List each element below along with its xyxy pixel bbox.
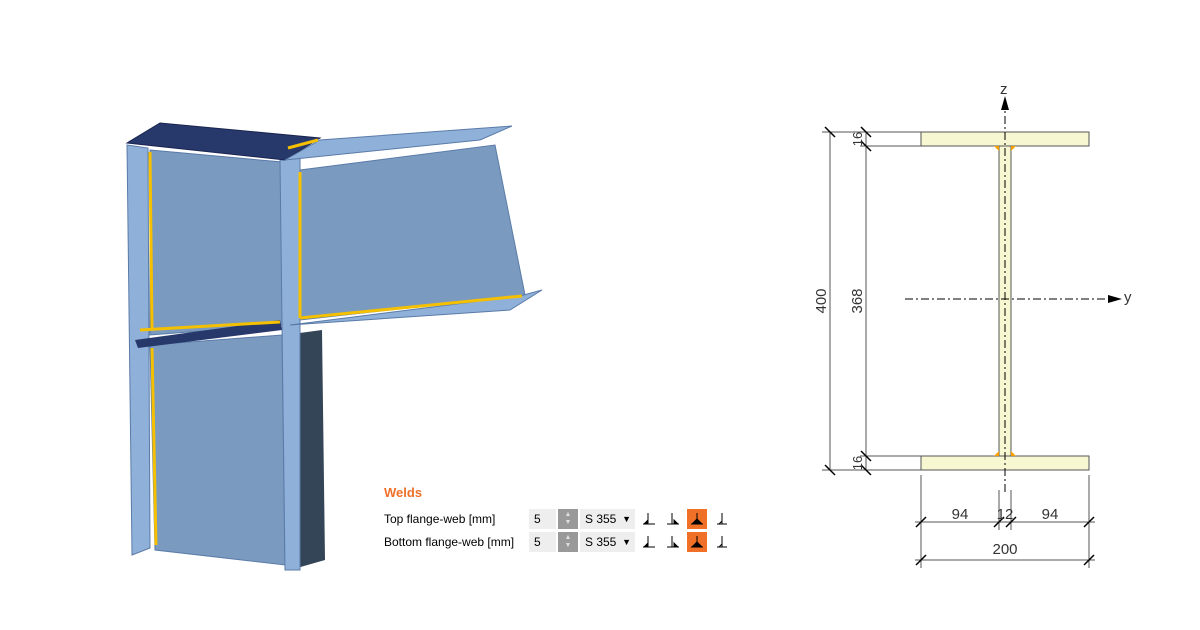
weld-size-input[interactable]: 5: [529, 532, 556, 552]
axes: [905, 100, 1110, 495]
down-icon[interactable]: ▼: [564, 519, 572, 526]
weld-row-bottom: Bottom flange-web [mm] 5 ▲▼ S 355▼: [384, 531, 731, 553]
weld-type-left-icon[interactable]: [639, 532, 659, 552]
axis-z-label: z: [1000, 81, 1008, 98]
dim-web-thickness: 12: [997, 506, 1014, 523]
weld-type-right-icon[interactable]: [663, 532, 683, 552]
material-select[interactable]: S 355 ▼: [580, 509, 635, 529]
up-icon[interactable]: ▲: [564, 534, 572, 541]
dim-left-half: 94: [952, 506, 969, 523]
material-select[interactable]: S 355 ▼: [580, 532, 635, 552]
stiffener: [135, 320, 282, 348]
welds-title: Welds: [384, 485, 423, 500]
weld-label: Bottom flange-web [mm]: [384, 535, 515, 549]
dim-right-half: 94: [1042, 506, 1059, 523]
dim-height: 400: [813, 288, 830, 313]
dim-width: 200: [992, 541, 1017, 558]
weld-size-spinner[interactable]: ▲▼: [558, 532, 578, 552]
dim-web-height: 368: [849, 288, 866, 313]
material-value: S 355: [585, 535, 617, 549]
weld-type-left-icon[interactable]: [639, 509, 659, 529]
beam-bottom-flange: [289, 289, 543, 326]
column-cap-plate: [125, 122, 322, 161]
column-web-upper: [149, 149, 283, 336]
weld-lines: [139, 138, 523, 546]
welds-panel: Welds Top flange-web [mm] 5 ▲▼ S 355▼ Bo…: [384, 485, 731, 554]
axis-y-label: y: [1124, 289, 1132, 306]
weld-type-butt-icon[interactable]: [711, 532, 731, 552]
3d-joint-view[interactable]: [0, 0, 600, 630]
weld-type-butt-icon[interactable]: [711, 509, 731, 529]
y-arrow-icon: [1108, 295, 1122, 303]
weld-type-right-icon[interactable]: [663, 509, 683, 529]
column-left-flange: [126, 144, 151, 556]
z-arrow-icon: [1001, 96, 1009, 110]
beam-top-flange: [284, 125, 513, 161]
column-web-lower: [149, 334, 286, 566]
weld-type-double-icon[interactable]: [687, 509, 707, 529]
weld-row-top: Top flange-web [mm] 5 ▲▼ S 355▼: [384, 508, 731, 530]
dim-bottom-flange: 16: [850, 456, 865, 470]
i-section: [920, 131, 1090, 471]
dimension-lines: [822, 131, 1095, 568]
weld-marks: [994, 146, 1016, 456]
dim-top-flange: 16: [850, 132, 865, 146]
dropdown-arrow-icon: ▼: [622, 537, 631, 547]
weld-type-double-icon[interactable]: [687, 532, 707, 552]
weld-label: Top flange-web [mm]: [384, 512, 496, 526]
dropdown-arrow-icon: ▼: [622, 514, 631, 524]
weld-size-input[interactable]: 5: [529, 509, 556, 529]
dimension-ticks: [824, 126, 1095, 566]
up-icon[interactable]: ▲: [564, 511, 572, 518]
down-icon[interactable]: ▼: [564, 542, 572, 549]
material-value: S 355: [585, 512, 617, 526]
weld-size-spinner[interactable]: ▲▼: [558, 509, 578, 529]
beam-web: [299, 144, 526, 321]
